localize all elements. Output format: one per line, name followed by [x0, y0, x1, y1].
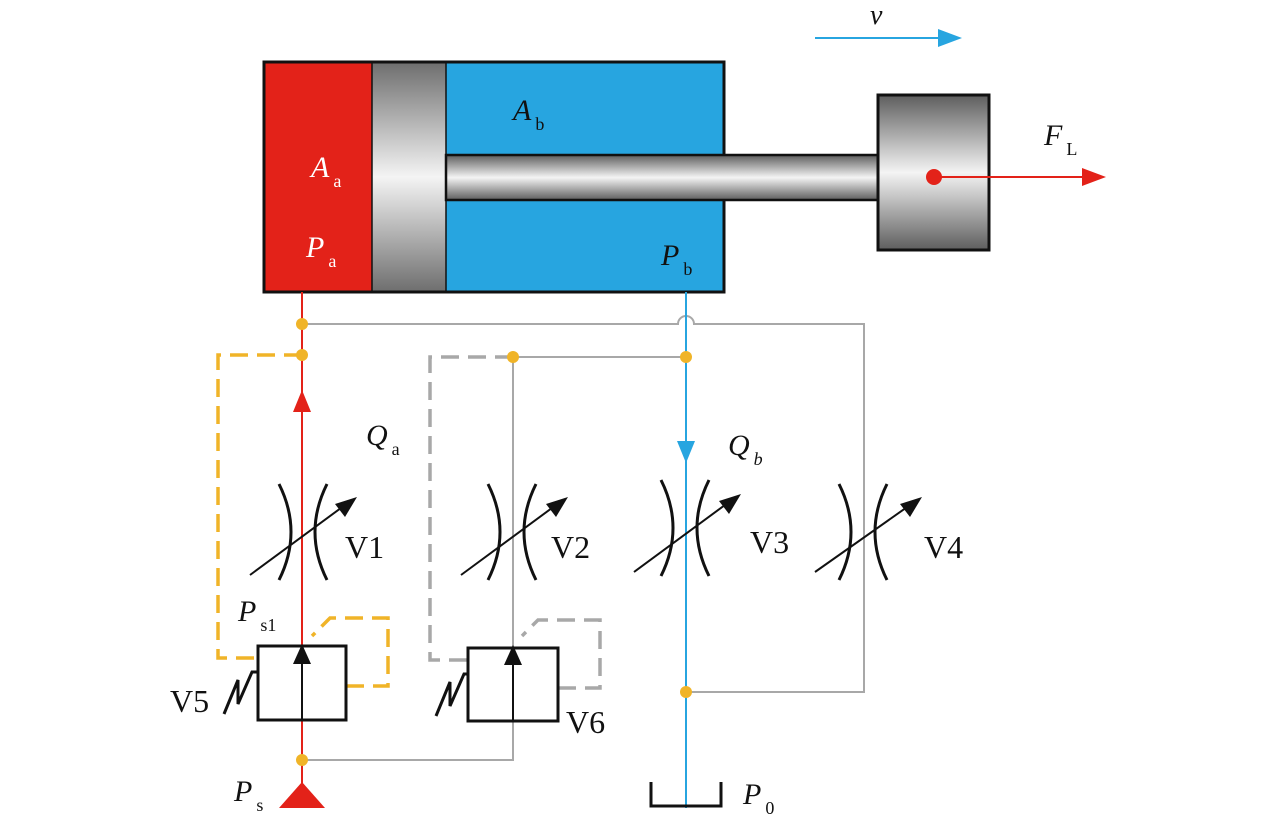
- piston: [371, 61, 447, 293]
- valve-v6-label: V6: [566, 704, 605, 740]
- valve-v4-label: V4: [924, 529, 963, 565]
- velocity-arrow: [815, 29, 962, 47]
- valve-v6-symbol: [434, 645, 560, 723]
- valve-v1-symbol: [249, 483, 357, 581]
- v6-pilot-dashed: [428, 355, 602, 690]
- velocity-label: v: [870, 0, 883, 31]
- valve-v1-label: V1: [345, 529, 384, 565]
- v5-pilot-dashed: [216, 353, 390, 688]
- valve-v3-symbol: [633, 479, 741, 577]
- junction-dots: [296, 318, 692, 766]
- piston-rod: [444, 153, 882, 202]
- valve-v5-label: V5: [170, 683, 209, 719]
- hydraulic-cylinder: [262, 60, 991, 294]
- return-line: [677, 292, 695, 808]
- valve-v2-symbol: [460, 483, 568, 581]
- valve-v4-symbol: [814, 483, 922, 581]
- valve-v5-symbol: [222, 644, 348, 722]
- tank-symbol: [649, 782, 723, 808]
- chamber-a: [264, 62, 374, 292]
- supply-pressure-source: [279, 782, 325, 808]
- valve-v3-label: V3: [750, 524, 789, 560]
- gray-connection-lines: [302, 315, 865, 761]
- load-force-arrow: [926, 168, 1106, 186]
- valve-v2-label: V2: [551, 529, 590, 565]
